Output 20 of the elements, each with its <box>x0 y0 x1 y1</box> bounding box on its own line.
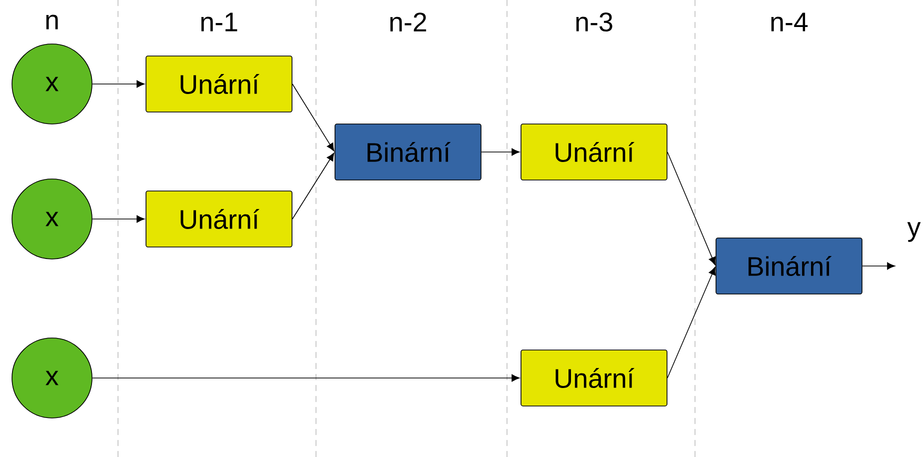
arrow <box>92 215 145 223</box>
arrow <box>292 84 334 152</box>
arrow <box>92 80 145 88</box>
binary-box: Binární <box>716 238 862 294</box>
output-label: y <box>907 222 921 242</box>
arrow <box>481 148 520 156</box>
unary-box: Unární <box>146 56 292 112</box>
arrow <box>862 262 896 270</box>
column-header: n-1 <box>201 12 238 32</box>
binary-box: Binární <box>334 124 482 180</box>
column-header: n-4 <box>771 12 808 32</box>
arrow <box>292 152 334 220</box>
unary-box: Unární <box>146 190 292 248</box>
unary-box: Unární <box>520 350 668 406</box>
column-header: n-3 <box>576 12 612 32</box>
column-header: n-2 <box>390 12 426 32</box>
arrow <box>667 266 716 378</box>
unary-box: Unární <box>520 124 668 180</box>
arrow <box>667 152 716 266</box>
arrow <box>92 374 520 382</box>
